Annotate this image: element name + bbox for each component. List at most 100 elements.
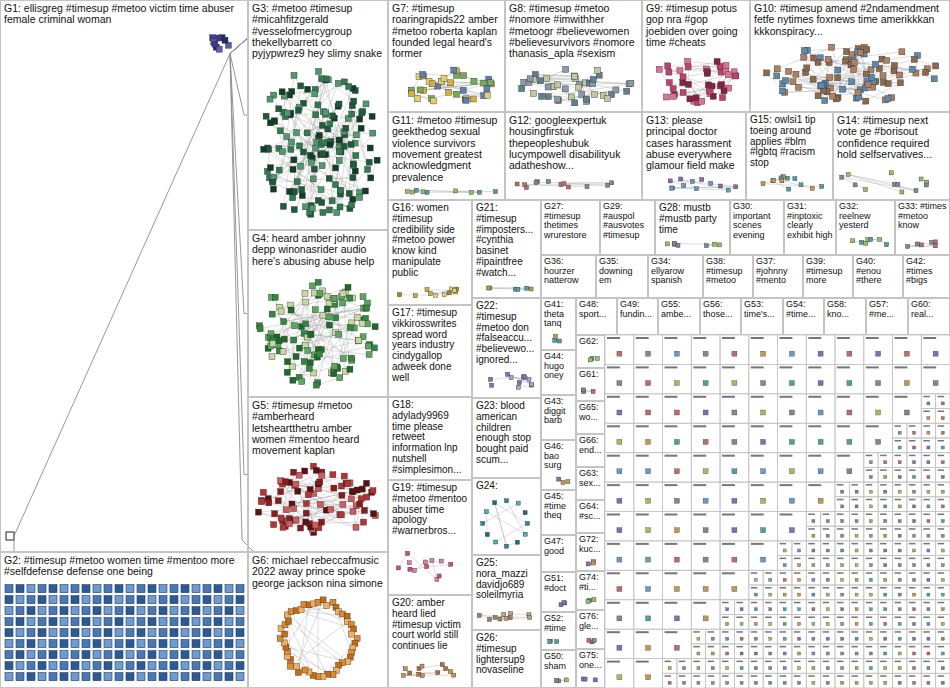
- vertex-icon: [291, 207, 297, 213]
- vertex-icon: [309, 205, 315, 211]
- cell-mark: [837, 484, 844, 486]
- vertex-icon: [844, 49, 850, 55]
- vertex-icon: [812, 637, 815, 640]
- cell-mark: [880, 484, 887, 486]
- vertex-icon: [297, 345, 303, 351]
- group-cell: [878, 453, 892, 468]
- vertex-icon: [826, 681, 829, 684]
- vertex-icon: [353, 524, 359, 530]
- vertex-icon: [822, 98, 828, 104]
- vertex-icon: [159, 662, 167, 670]
- group-cell: [720, 673, 734, 688]
- group-cell: [734, 644, 748, 659]
- cell-mark: [909, 558, 916, 560]
- cell-mark: [909, 484, 916, 486]
- vertex-icon: [5, 640, 13, 648]
- group-cell: [893, 467, 907, 482]
- cell-mark: [866, 366, 879, 368]
- vertex-icon: [798, 593, 801, 596]
- vertex-icon: [913, 637, 916, 640]
- group-cell: [749, 364, 778, 393]
- vertex-icon: [93, 662, 101, 670]
- vertex-icon: [927, 431, 930, 434]
- vertex-icon: [754, 608, 757, 611]
- vertex-icon: [336, 101, 342, 107]
- vertex-icon: [137, 607, 145, 615]
- vertex-icon: [733, 73, 739, 79]
- vertex-icon: [869, 520, 872, 523]
- vertex-icon: [366, 352, 372, 358]
- vertex-icon: [910, 66, 916, 72]
- cell-mark: [880, 455, 887, 457]
- cell-mark: [780, 396, 793, 398]
- vertex-icon: [761, 410, 766, 415]
- group-cell: [849, 512, 863, 527]
- vertex-icon: [288, 609, 294, 615]
- group-cell: [778, 585, 792, 600]
- cell-mark: [823, 543, 830, 545]
- cell-mark: [794, 646, 801, 648]
- vertex-icon: [371, 345, 377, 351]
- group-cell: [835, 600, 849, 615]
- vertex-icon: [312, 91, 318, 97]
- vertex-icon: [271, 119, 277, 125]
- cell-mark: [823, 587, 830, 589]
- vertex-icon: [740, 608, 743, 611]
- vertex-icon: [272, 294, 278, 300]
- vertex-icon: [126, 629, 134, 637]
- group-cell: [763, 629, 777, 644]
- group-cell: [634, 335, 663, 364]
- group-cell: [921, 409, 935, 424]
- vertex-icon: [783, 578, 786, 581]
- vertex-icon: [38, 651, 46, 659]
- vertex-icon: [572, 73, 578, 79]
- vertex-icon: [841, 490, 844, 493]
- vertex-icon: [280, 524, 286, 530]
- vertex-icon: [898, 461, 901, 464]
- vertex-icon: [236, 629, 244, 637]
- vertex-icon: [898, 490, 901, 493]
- group-cell: [605, 600, 634, 629]
- cell-mark: [895, 543, 902, 545]
- vertex-icon: [236, 585, 244, 593]
- cell-mark: [895, 484, 902, 486]
- vertex-icon: [192, 607, 200, 615]
- group-cell: [878, 482, 892, 497]
- vertex-icon: [732, 410, 737, 415]
- group-cell: [605, 335, 634, 364]
- vertex-icon: [884, 608, 887, 611]
- vertex-icon: [695, 187, 699, 191]
- cluster-edges: [403, 665, 454, 676]
- vertex-icon: [316, 132, 322, 138]
- vertex-icon: [336, 158, 342, 164]
- cell-mark: [665, 661, 672, 663]
- group-cell: [706, 673, 720, 688]
- vertex-icon: [451, 67, 457, 73]
- vertex-icon: [885, 243, 889, 247]
- vertex-icon: [315, 102, 321, 108]
- cell-mark: [851, 661, 858, 663]
- cell-mark: [794, 602, 801, 604]
- cell-mark: [693, 484, 706, 486]
- vertex-icon: [913, 564, 916, 567]
- vertex-icon: [534, 181, 538, 185]
- vertex-icon: [703, 557, 708, 562]
- vertex-icon: [761, 469, 766, 474]
- group-cell: [778, 423, 807, 452]
- group-cell: [849, 600, 863, 615]
- cell-mark: [909, 543, 916, 545]
- vertex-icon: [27, 662, 35, 670]
- group-cell: [763, 585, 777, 600]
- vertex-icon: [324, 294, 330, 300]
- group-cell: [864, 423, 893, 452]
- group-cell: [792, 644, 806, 659]
- vertex-icon: [646, 381, 651, 386]
- vertex-icon: [271, 522, 277, 528]
- vertex-icon: [847, 439, 852, 444]
- vertex-icon: [769, 578, 772, 581]
- group-cell: [921, 482, 935, 497]
- cell-mark: [923, 558, 930, 560]
- group-cell: [849, 497, 863, 512]
- group-cell: [878, 644, 892, 659]
